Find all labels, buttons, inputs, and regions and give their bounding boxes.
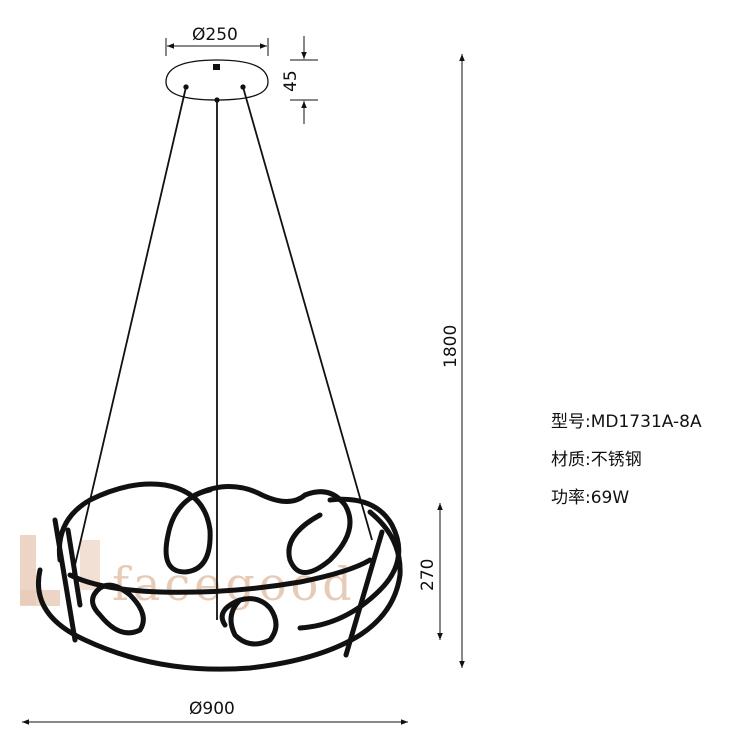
overall-height-label: 1800 (441, 325, 461, 368)
canopy (165, 59, 269, 103)
dim-canopy-height (290, 36, 318, 124)
canopy-height-label: 45 (281, 70, 301, 92)
spec-material-label: 材质 (551, 450, 585, 470)
lamp-ring (36, 481, 403, 672)
ring-height-label: 270 (418, 559, 438, 591)
spec-power-value: 69W (590, 488, 630, 508)
spec-model-label: 型号 (551, 412, 585, 432)
spec-material: 材质:不锈钢 (551, 450, 642, 470)
suspension-cables (71, 86, 373, 620)
spec-model-value: MD1731A-8A (590, 412, 702, 432)
canopy-diameter-label: Ø250 (192, 25, 238, 45)
led-bars (52, 517, 385, 658)
spec-power-label: 功率 (551, 488, 585, 508)
ring-diameter-label: Ø900 (189, 699, 235, 719)
dim-canopy-diameter (165, 38, 269, 56)
spec-model: 型号:MD1731A-8A (551, 412, 702, 432)
spec-material-value: 不锈钢 (590, 450, 642, 470)
spec-power: 功率:69W (551, 488, 630, 508)
spec-list: 型号:MD1731A-8A 材质:不锈钢 功率:69W (551, 403, 702, 517)
